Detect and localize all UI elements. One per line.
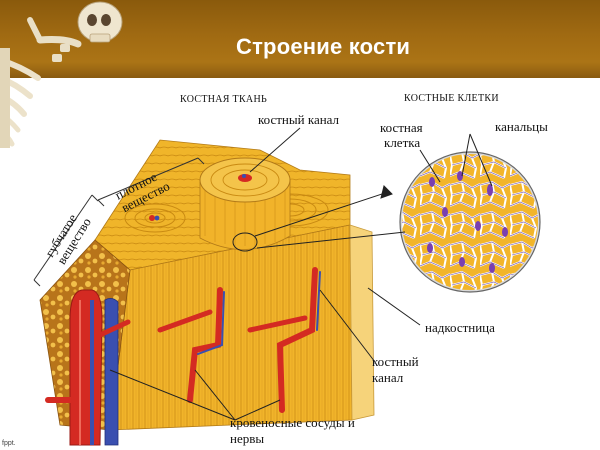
external-vessels bbox=[45, 289, 131, 446]
skeleton-decoration bbox=[0, 1, 123, 148]
region-brackets bbox=[33, 157, 205, 287]
magnification-connector bbox=[232, 185, 406, 252]
label-cell-line2: клетка bbox=[384, 135, 420, 150]
leader-lines bbox=[109, 127, 493, 421]
osteon-cylinder bbox=[199, 157, 291, 250]
banner-shade bbox=[0, 62, 600, 78]
page-title: Строение кости bbox=[236, 34, 411, 59]
bone-cells-magnified bbox=[399, 151, 541, 293]
internal-vessels bbox=[157, 267, 321, 413]
label-vessels-line2: нервы bbox=[230, 431, 264, 446]
label-vessels-line1: кровеносные сосуды и bbox=[230, 415, 355, 430]
label-bone-tissue: КОСТНАЯ ТКАНЬ bbox=[180, 94, 267, 105]
label-bone-canal-top: костный канал bbox=[258, 112, 340, 127]
label-periosteum: надкостница bbox=[425, 320, 495, 335]
label-bone-cells: КОСТНЫЕ КЛЕТКИ bbox=[404, 93, 499, 104]
label-canaliculi: канальцы bbox=[495, 119, 548, 134]
cell-nuclei bbox=[427, 171, 508, 273]
label-cell-line1: костная bbox=[380, 120, 423, 135]
label-bone-canal-right-line2: канал bbox=[372, 370, 404, 385]
label-bone-canal-right-line1: костный bbox=[372, 354, 419, 369]
periosteum-edge bbox=[349, 224, 375, 421]
footer-brand: fppt. bbox=[2, 440, 16, 447]
